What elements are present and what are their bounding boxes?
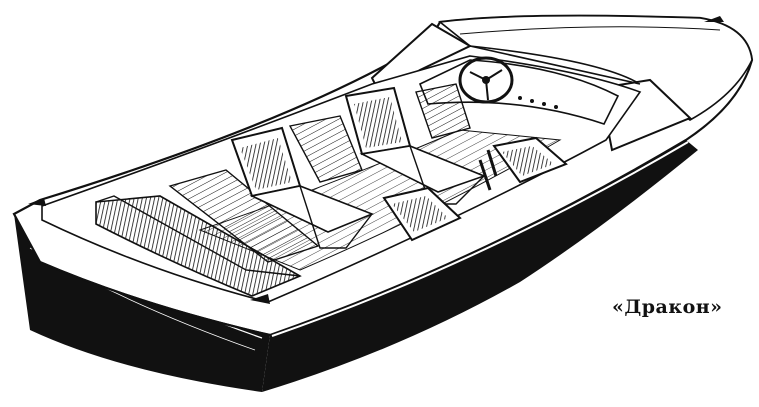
bow-deck [438, 14, 753, 121]
steering-wheel [458, 56, 514, 104]
transom [14, 214, 270, 392]
seat-left [230, 126, 375, 249]
rear-bench-cushion [168, 169, 320, 263]
dashboard [418, 59, 620, 125]
hull-side [262, 140, 698, 392]
bow-fitting [704, 16, 724, 22]
boat-name-caption: «Дракон» [612, 296, 723, 318]
seat-right [344, 86, 487, 205]
side-cushion-front [415, 83, 471, 139]
side-cushion-center [288, 115, 363, 183]
